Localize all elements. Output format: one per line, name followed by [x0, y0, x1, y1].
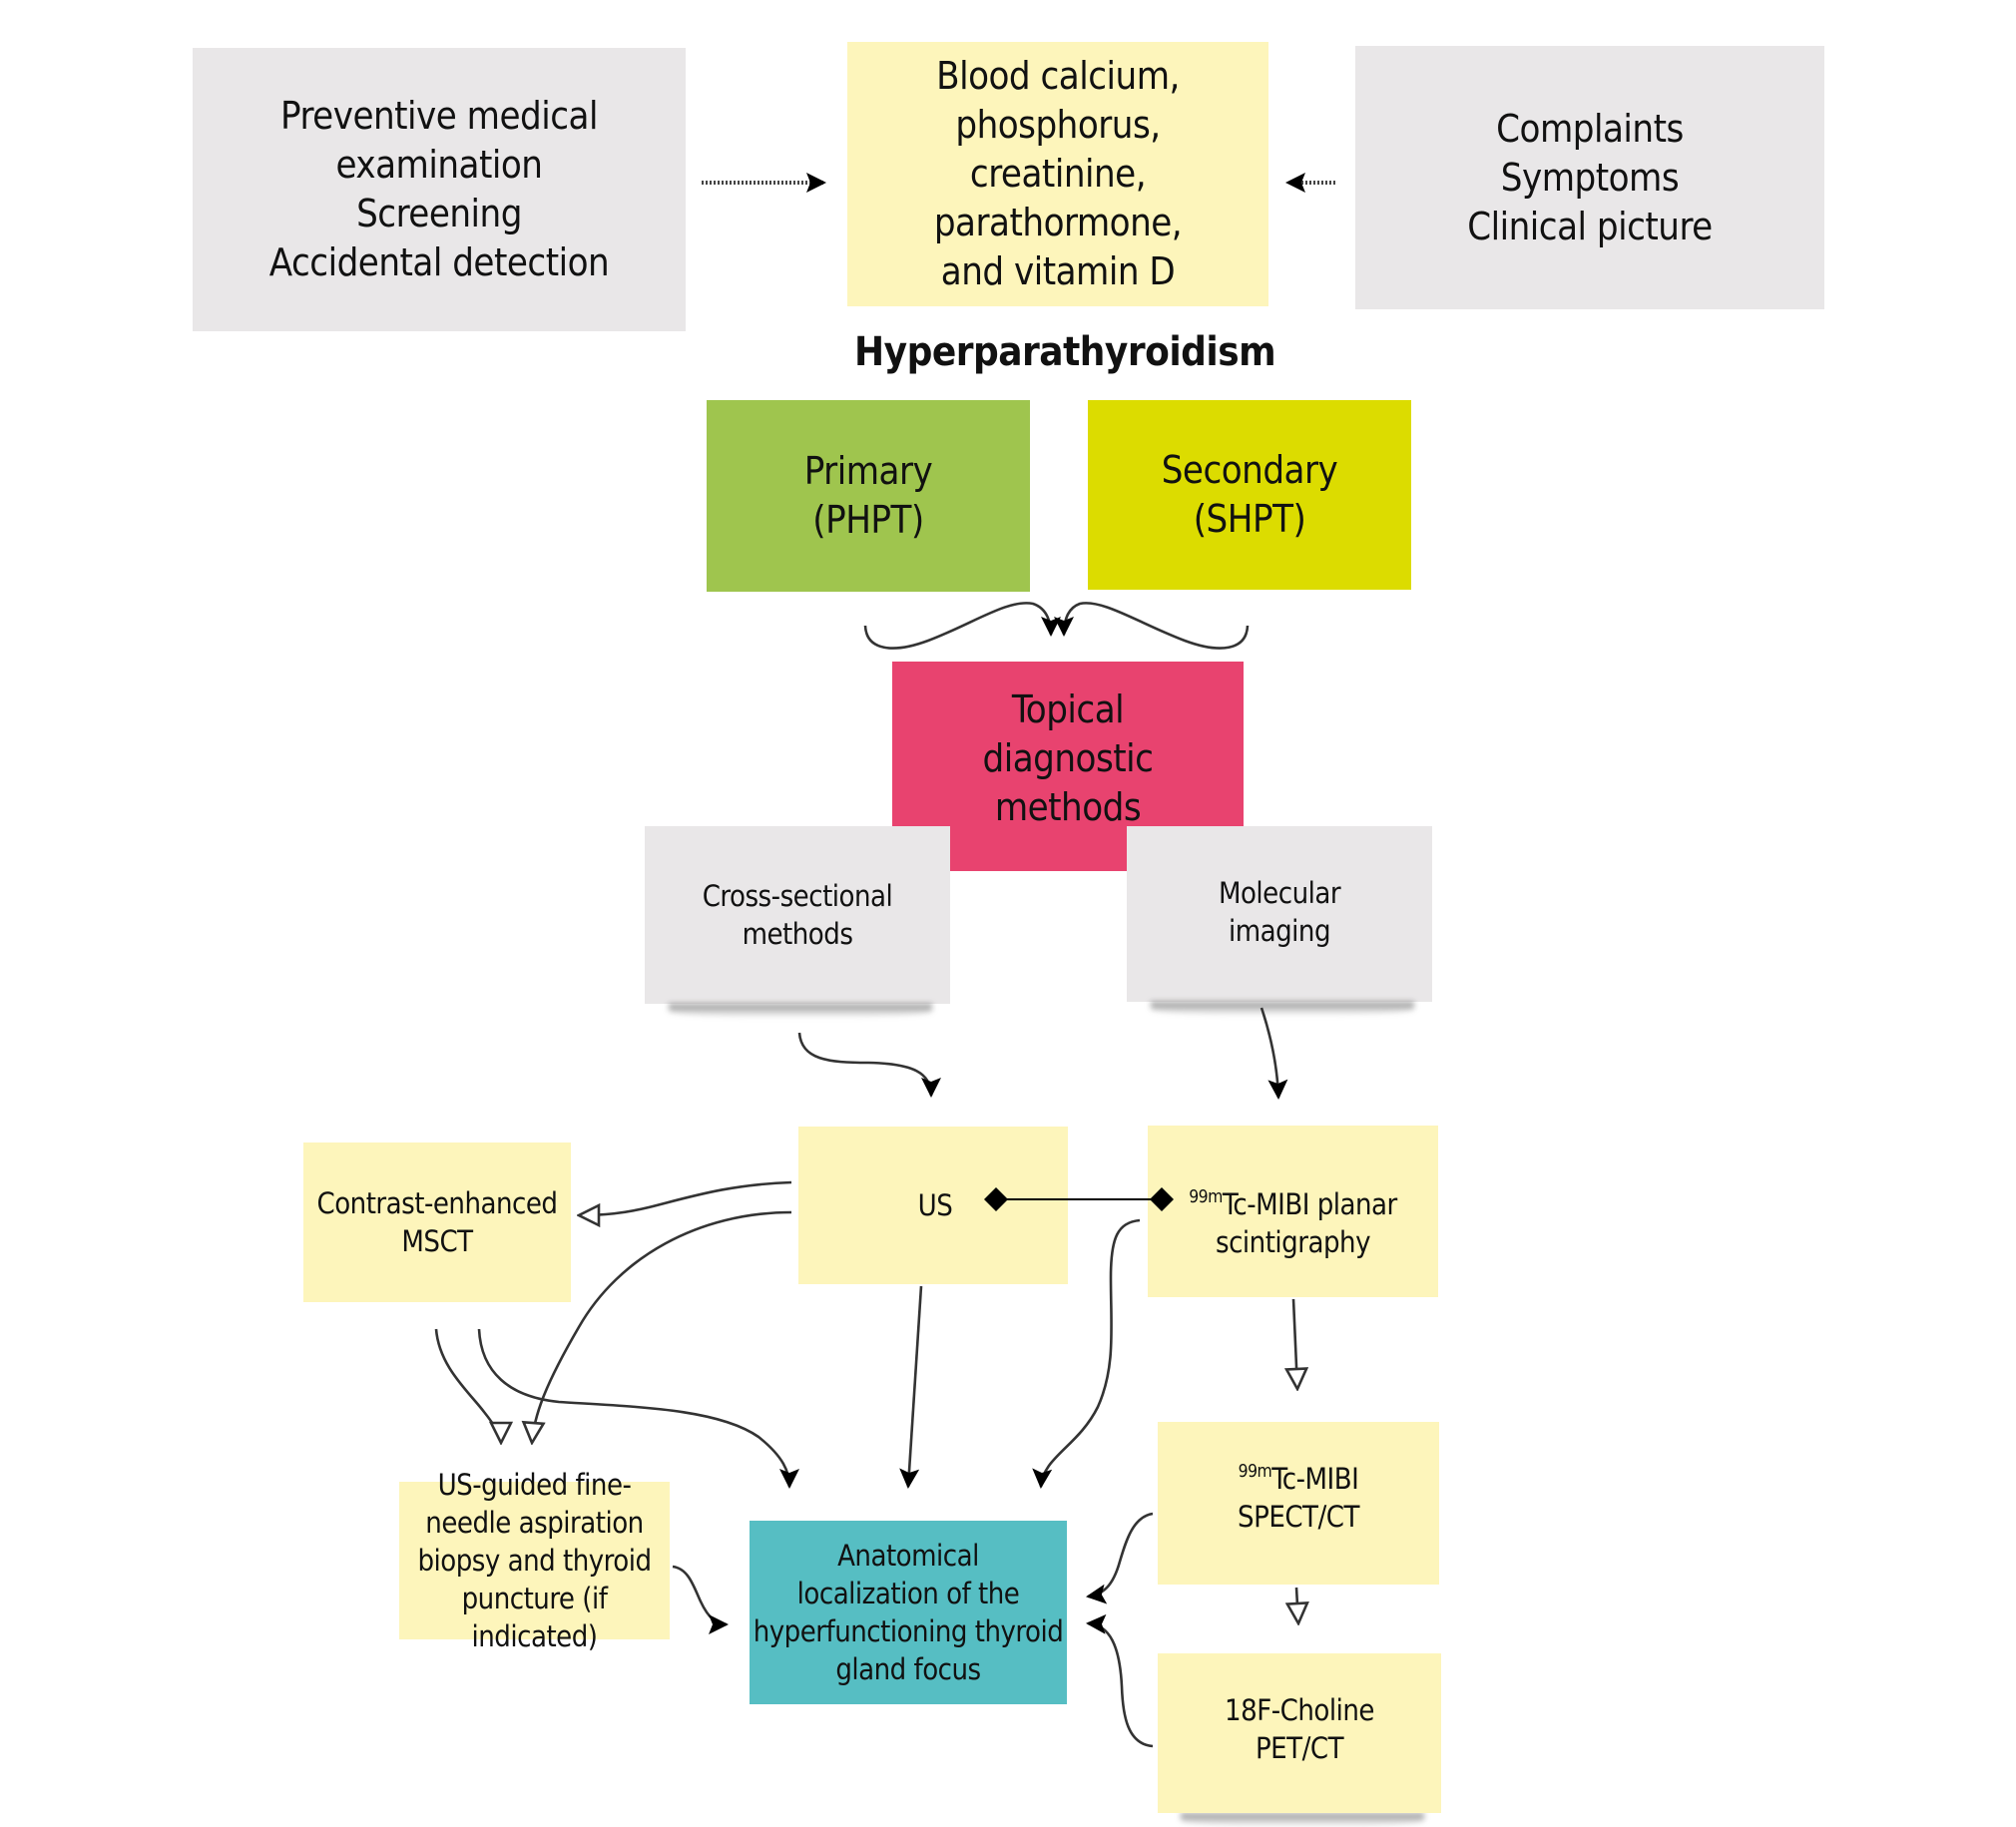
edge-primary-to-topical	[863, 602, 1061, 650]
isotope-superscript: 99m	[1189, 1186, 1223, 1207]
node-text-line: US-guided fine-	[437, 1468, 632, 1502]
node-text-line: needle aspiration	[425, 1506, 644, 1540]
node-topical-text: Topical diagnostic methods	[983, 685, 1154, 832]
node-text-line: Topical	[1011, 687, 1125, 731]
node-text-line: and vitamin D	[940, 249, 1176, 293]
node-text-line: (PHPT)	[812, 498, 924, 542]
node-secondary-text: Secondary (SHPT)	[1162, 446, 1338, 544]
edge-cross-to-us	[797, 1032, 941, 1098]
node-text-line: scintigraphy	[1215, 1225, 1371, 1259]
node-us: US	[798, 1127, 1068, 1284]
node-text-line: Clinical picture	[1467, 204, 1713, 248]
node-text-line: puncture (if indicated)	[461, 1582, 608, 1653]
node-primary-text: Primary (PHPT)	[804, 447, 933, 545]
node-blood-tests-text: Blood calcium, phosphorus,creatinine, pa…	[847, 52, 1268, 296]
isotope-superscript: 99m	[1238, 1461, 1272, 1482]
node-text-line: methods	[994, 785, 1142, 829]
node-cross-sectional-text: Cross-sectional methods	[703, 877, 893, 953]
node-fna-text: US-guided fine-needle aspiration biopsy a…	[399, 1466, 670, 1655]
node-text-line: Complaints	[1496, 106, 1684, 151]
node-text-line: 99mTc-MIBI	[1238, 1461, 1359, 1496]
node-text-line: Anatomical	[837, 1539, 979, 1573]
node-molecular: Molecular imaging	[1127, 826, 1432, 1002]
edge-us-to-fna	[532, 1210, 792, 1443]
edge-pet-to-anatomical	[1086, 1613, 1154, 1748]
node-secondary: Secondary (SHPT)	[1088, 400, 1411, 590]
node-text-line: creatinine, parathormone,	[933, 152, 1183, 244]
node-text-line: Blood calcium, phosphorus,	[936, 54, 1180, 147]
edge-msct-to-anatomical	[477, 1328, 799, 1489]
node-text-line: PET/CT	[1255, 1731, 1344, 1765]
node-text-line: 18F-Choline	[1225, 1693, 1374, 1727]
edge-us-to-anatomical	[899, 1285, 923, 1489]
edge-secondary-to-topical	[1054, 602, 1250, 650]
node-tc-spect-text: 99mTc-MIBI SPECT/CT	[1238, 1460, 1359, 1536]
node-tc-planar-text: 99mTc-MIBI planar scintigraphy	[1189, 1185, 1397, 1261]
node-text-line: biopsy and thyroid	[417, 1544, 652, 1578]
node-text-line: 99mTc-MIBI planar	[1189, 1186, 1397, 1221]
edge-tc-planar-to-spect	[1293, 1298, 1297, 1389]
node-molecular-text: Molecular imaging	[1218, 874, 1341, 950]
edge-spect-to-pet	[1296, 1587, 1298, 1623]
node-topical: Topical diagnostic methods	[892, 662, 1244, 871]
node-text-line: Contrast-enhanced	[316, 1186, 558, 1220]
node-text-line: gland focus	[835, 1652, 981, 1686]
edge-spect-to-anatomical	[1086, 1512, 1154, 1604]
node-text-line: Secondary	[1161, 448, 1338, 492]
node-tc-spect: 99mTc-MIBI SPECT/CT	[1158, 1422, 1439, 1585]
edge-molecular-to-tc-planar	[1260, 1007, 1288, 1100]
diagram-title: Hyperparathyroidism	[854, 329, 1276, 375]
node-text-line: hyperfunctioning thyroid	[753, 1614, 1064, 1648]
node-us-text: US	[918, 1186, 953, 1224]
node-text-line: diagnostic	[982, 736, 1154, 780]
node-text-line: Molecular	[1218, 876, 1341, 910]
node-text-line: methods	[742, 917, 853, 951]
node-text-line: SPECT/CT	[1238, 1500, 1359, 1534]
node-text-line: imaging	[1228, 914, 1331, 948]
node-text-line: localization of the	[796, 1577, 1020, 1610]
node-anatomical: Anatomical localization of the hyperfuncti…	[750, 1521, 1067, 1704]
node-anatomical-text: Anatomical localization of the hyperfuncti…	[754, 1537, 1064, 1688]
node-blood-tests: Blood calcium, phosphorus,creatinine, pa…	[847, 42, 1268, 306]
edge-fna-to-anatomical	[672, 1565, 729, 1634]
node-cross-sectional: Cross-sectional methods	[645, 826, 950, 1004]
node-text-line: Symptoms	[1500, 155, 1680, 200]
node-text-line: Screening	[356, 192, 522, 235]
node-fna: US-guided fine-needle aspiration biopsy a…	[399, 1468, 670, 1653]
edge-msct-to-fna	[434, 1328, 501, 1443]
node-text-line: Preventive medical examination	[280, 94, 598, 187]
node-text-line: US	[917, 1188, 953, 1222]
node-text-line: Primary	[803, 449, 933, 493]
node-text-line: MSCT	[401, 1224, 473, 1258]
edge-us-to-msct	[579, 1180, 792, 1215]
node-text-line: (SHPT)	[1193, 497, 1306, 541]
node-primary: Primary (PHPT)	[707, 400, 1030, 592]
node-tc-planar: 99mTc-MIBI planar scintigraphy	[1148, 1126, 1438, 1297]
node-text-line: Cross-sectional	[702, 879, 893, 913]
node-text-line: Accidental detection	[268, 240, 610, 284]
